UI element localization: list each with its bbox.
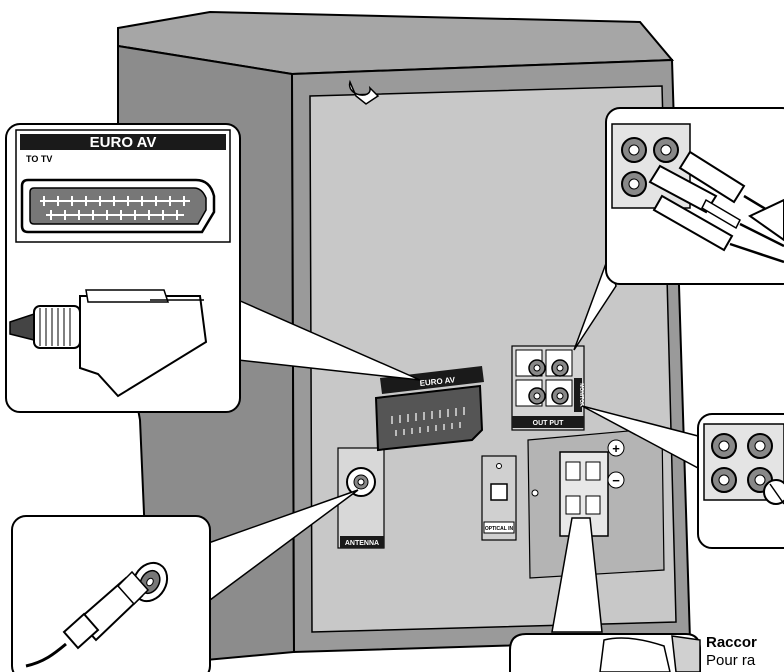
monitor-label: MONITOR <box>578 383 584 407</box>
antenna-jack-area: ANTENNA <box>337 447 385 549</box>
scart-socket <box>374 384 484 452</box>
euro-av-callout-title: EURO AV <box>90 134 157 151</box>
to-tv-label: TO TV <box>26 154 52 164</box>
callout-pointers <box>199 255 699 633</box>
antenna-label: ANTENNA <box>345 540 379 547</box>
scart-plug-icon <box>9 289 208 398</box>
plus-sign: + <box>612 441 620 456</box>
optical-in-label: OPTICAL IN <box>485 526 514 532</box>
minus-terminal-marker <box>607 471 625 489</box>
rca-output-panel: MONITOR OUT PUT <box>511 345 585 431</box>
rca-plug-icon <box>648 150 784 264</box>
euro-av-callout: EURO AV TO TV <box>5 123 241 413</box>
antenna-callout <box>11 515 211 672</box>
minus-sign: − <box>612 473 620 488</box>
antenna-plug-icon <box>25 561 169 668</box>
euro-av-panel: EURO AV <box>374 366 484 452</box>
caption-body: Pour ra <box>706 652 756 669</box>
rca-cable-callout-top <box>605 107 784 285</box>
speaker-terminal-area: + − <box>527 427 665 579</box>
euro-av-panel-label: EURO AV <box>419 375 456 388</box>
terminal-pointer <box>551 517 603 633</box>
hook-icon <box>349 79 380 105</box>
output-label: OUT PUT <box>533 420 564 427</box>
optical-input: OPTICAL IN <box>481 455 517 541</box>
rca-cable-callout-bottom <box>697 413 784 549</box>
rca-plug-icon <box>763 479 784 505</box>
caption: Raccor Pour ra <box>706 634 784 672</box>
plus-terminal-marker <box>607 439 625 457</box>
optical-port <box>490 483 508 501</box>
caption-title: Raccor <box>706 634 757 651</box>
speaker-terminal-callout <box>509 633 701 672</box>
speaker-wire-icon <box>599 637 671 672</box>
